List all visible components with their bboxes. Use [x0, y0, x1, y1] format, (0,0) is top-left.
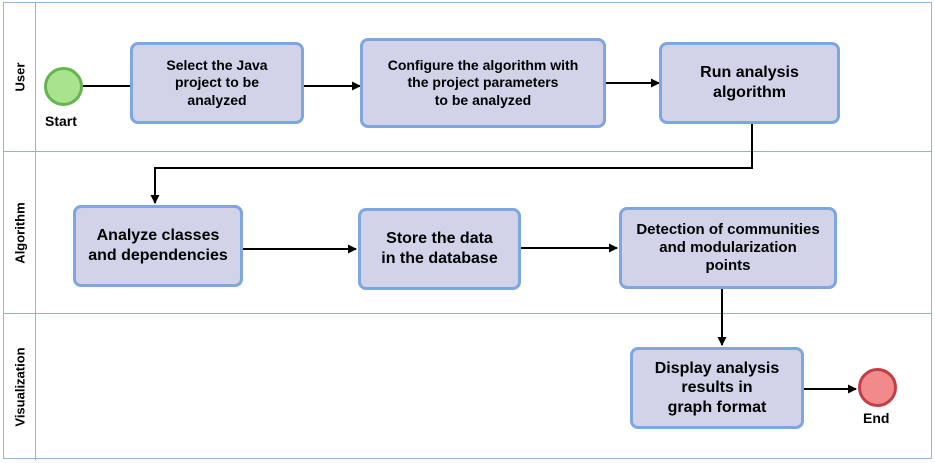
task-configure-algorithm: Configure the algorithm with the project…	[360, 38, 606, 128]
end-event-label: End	[863, 410, 890, 426]
lane-user: User	[4, 3, 931, 151]
start-event	[44, 67, 83, 106]
connector-run-to-analyze	[150, 124, 753, 204]
end-event	[858, 368, 897, 407]
lane-algorithm: Algorithm	[4, 151, 931, 313]
lane-header-algorithm: Algorithm	[4, 152, 36, 313]
task-analyze-classes: Analyze classes and dependencies	[73, 205, 243, 287]
task-detect-communities: Detection of communities and modularizat…	[619, 207, 837, 289]
start-event-label: Start	[45, 113, 77, 129]
task-run-analysis-algorithm: Run analysis algorithm	[659, 42, 840, 124]
task-display-results: Display analysis results in graph format	[630, 347, 804, 429]
lane-visualization: Visualization	[4, 313, 931, 460]
swimlane-pool: User Algorithm Visualization	[3, 2, 932, 460]
lane-header-visualization: Visualization	[4, 314, 36, 460]
lane-header-user: User	[4, 3, 36, 151]
task-store-data: Store the data in the database	[358, 208, 521, 290]
task-select-java-project: Select the Java project to be analyzed	[130, 42, 304, 124]
